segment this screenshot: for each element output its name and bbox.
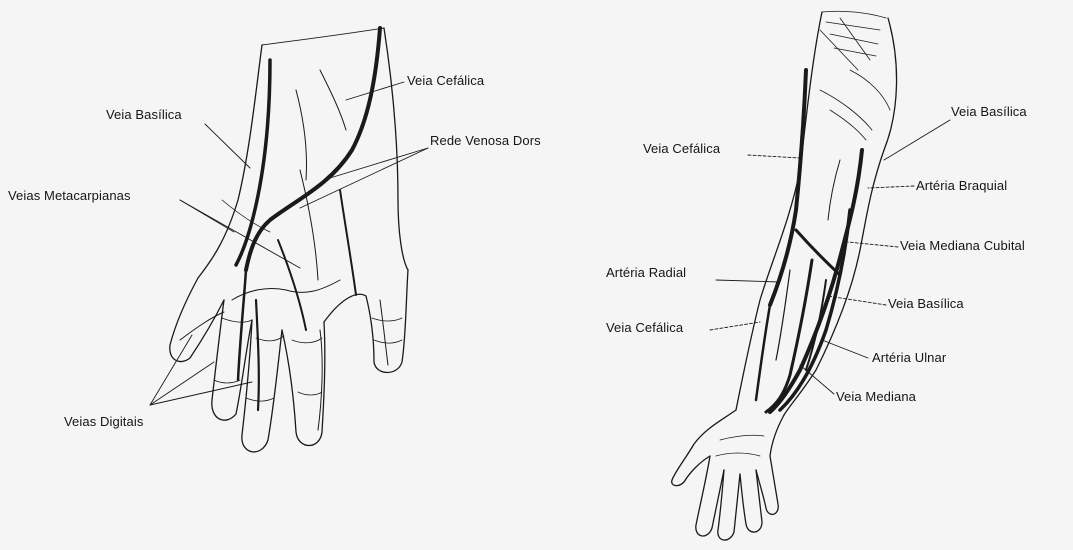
label-veias-metacarpianas: Veias Metacarpianas	[8, 188, 131, 203]
label-rede-venosa-dorsal: Rede Venosa Dors	[430, 133, 541, 148]
dorsal-hand-drawing	[150, 28, 428, 452]
label-veia-basilica-hand: Veia Basílica	[106, 107, 182, 122]
label-veia-mediana-cubital: Veia Mediana Cubital	[900, 238, 1025, 253]
label-veia-cefalica-lower: Veia Cefálica	[606, 320, 683, 335]
label-arteria-radial: Artéria Radial	[606, 265, 686, 280]
label-veia-basilica-upper: Veia Basílica	[951, 104, 1027, 119]
label-arteria-ulnar: Artéria Ulnar	[872, 350, 946, 365]
label-veia-basilica-lower: Veia Basílica	[888, 296, 964, 311]
label-arteria-braquial: Artéria Braquial	[916, 178, 1007, 193]
label-veias-digitais: Veias Digitais	[64, 414, 143, 429]
label-veia-cefalica-upper: Veia Cefálica	[643, 141, 720, 156]
ventral-forearm-drawing	[672, 11, 950, 540]
label-veia-cefalica-hand: Veia Cefálica	[407, 73, 484, 88]
label-veia-mediana: Veia Mediana	[836, 389, 916, 404]
